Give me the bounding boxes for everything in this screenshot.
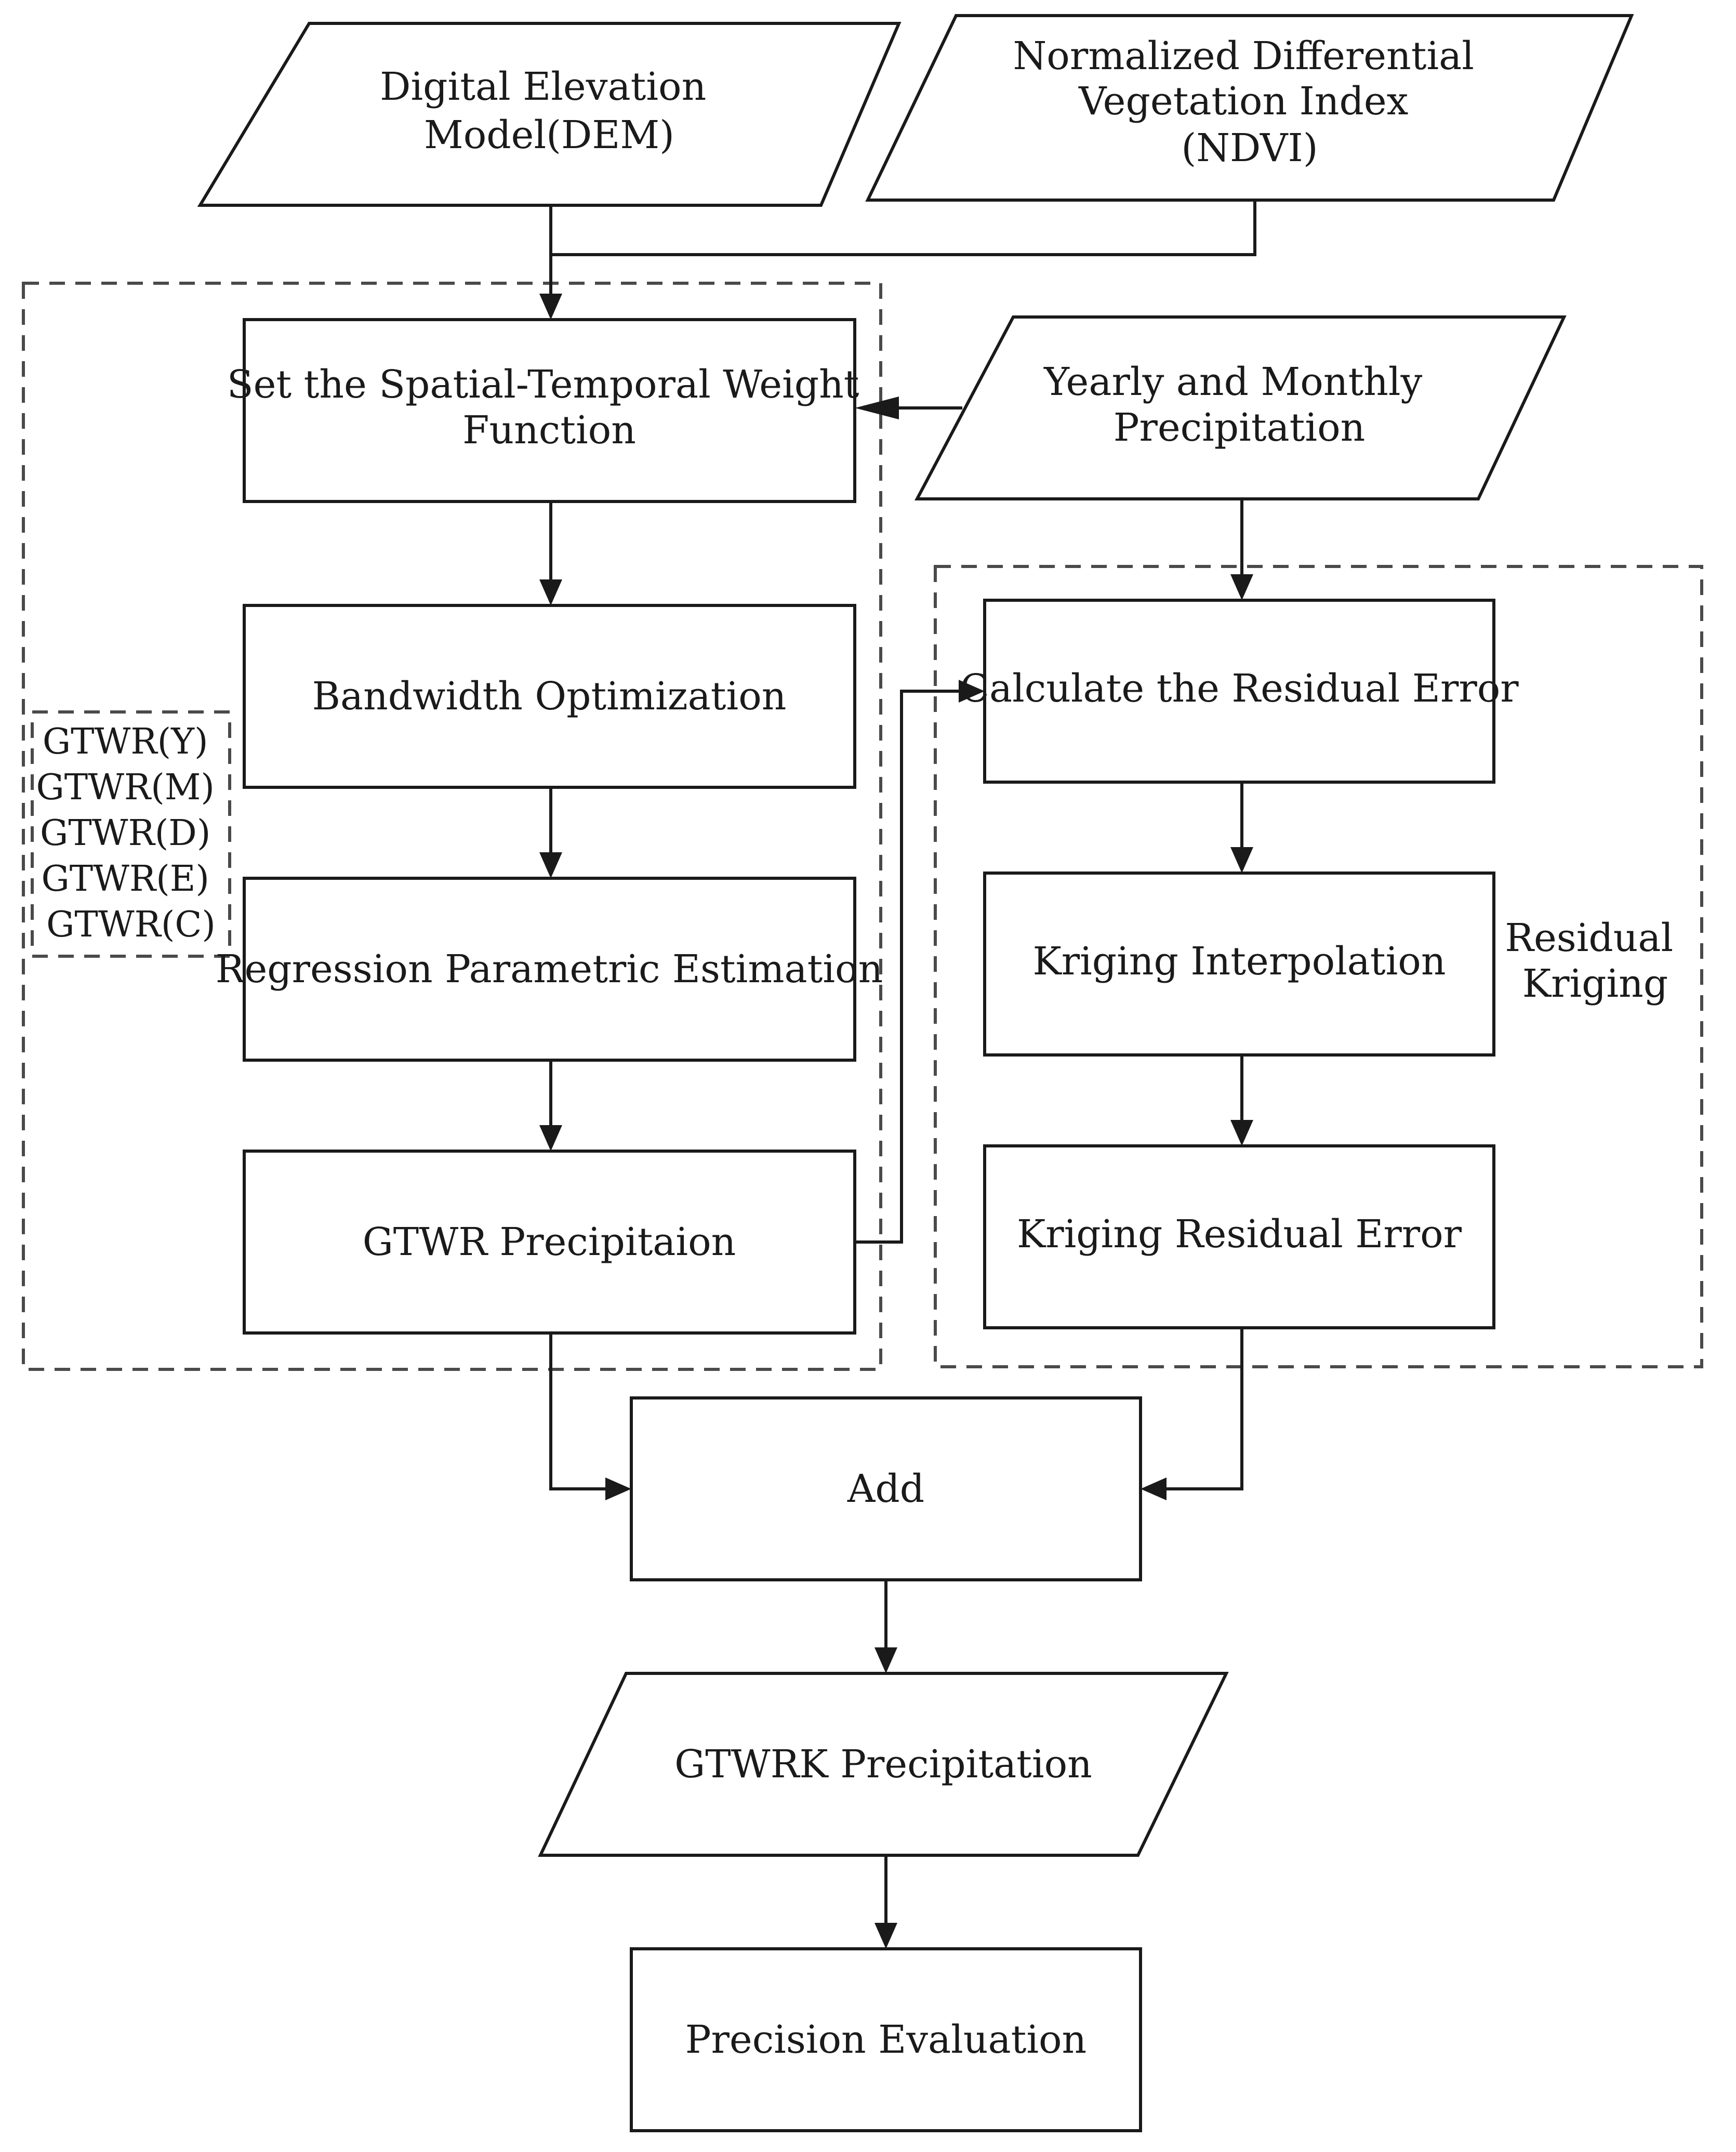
kriging-interpolation-node bbox=[983, 872, 1495, 1057]
precipitation-input-label-line-2: Precipitation bbox=[1114, 405, 1366, 450]
precipitation-input-label: Yearly and Monthly Precipitation bbox=[1043, 360, 1435, 450]
arrowhead-precip-to-weight bbox=[855, 397, 899, 419]
weight-function-label-line-2: Function bbox=[462, 408, 636, 453]
gtwr-variant-y: GTWR(Y) bbox=[43, 721, 208, 762]
gtwrk-precipitation-label: GTWRK Precipitation bbox=[674, 1742, 1092, 1787]
gtwr-variant-d: GTWR(D) bbox=[40, 813, 210, 854]
arrowhead-weight-to-bandwidth bbox=[539, 579, 562, 605]
ndvi-input-node bbox=[865, 14, 1634, 202]
precipitation-input-node bbox=[915, 315, 1567, 500]
edge-gtwr-to-residual bbox=[855, 690, 964, 1244]
kriging-residual-label: Kriging Residual Error bbox=[1017, 1212, 1462, 1257]
bandwidth-node bbox=[243, 604, 856, 789]
edge-gtwr-to-add bbox=[549, 1333, 611, 1490]
ndvi-label: Normalized Differential Vegetation Index… bbox=[1013, 34, 1487, 170]
gtwr-model-group bbox=[22, 282, 882, 1371]
precipitation-input-label-line-1: Yearly and Monthly bbox=[1043, 360, 1422, 404]
gtwr-precipitation-label: GTWR Precipitaion bbox=[363, 1220, 736, 1264]
kriging-interpolation-label: Kriging Interpolation bbox=[1032, 939, 1446, 984]
residual-kriging-label: Residual Kriging bbox=[1505, 916, 1686, 1006]
dem-input-node bbox=[197, 22, 902, 207]
dem-label: Digital Elevation Model(DEM) bbox=[380, 64, 719, 157]
arrowhead-residual-to-interp bbox=[1230, 847, 1253, 873]
ndvi-label-line-3: (NDVI) bbox=[1181, 126, 1318, 170]
gtwr-precipitation-node bbox=[243, 1150, 856, 1335]
gtwrk-precipitation-node bbox=[538, 1672, 1229, 1857]
bandwidth-label: Bandwidth Optimization bbox=[312, 674, 787, 719]
weight-function-label: Set the Spatial-Temporal Weight Function bbox=[227, 362, 871, 453]
residual-kriging-group bbox=[934, 565, 1703, 1368]
kriging-residual-node bbox=[983, 1144, 1495, 1329]
arrowhead-add-to-gtwrk bbox=[874, 1647, 897, 1673]
arrowhead-regression-to-gtwr bbox=[539, 1125, 562, 1151]
precision-evaluation-node bbox=[630, 1947, 1142, 2132]
arrowhead-bandwidth-to-regression bbox=[539, 852, 562, 878]
arrowhead-kriging-residual-to-add bbox=[1141, 1477, 1167, 1500]
precision-evaluation-label: Precision Evaluation bbox=[685, 2017, 1086, 2062]
weight-function-node bbox=[243, 318, 856, 503]
dem-label-line-1: Digital Elevation bbox=[380, 64, 706, 109]
residual-error-label: Calculate the Residual Error bbox=[960, 666, 1519, 711]
gtwr-variants-list: GTWR(Y) GTWR(M) GTWR(D) GTWR(E) GTWR(C) bbox=[36, 721, 226, 945]
edge-ndvi-to-weight bbox=[551, 200, 1256, 256]
arrowhead-precip-to-residual bbox=[1230, 574, 1253, 600]
residual-kriging-label-line-1: Residual bbox=[1505, 916, 1673, 960]
add-node bbox=[630, 1396, 1142, 1581]
arrowhead-dem-to-weight bbox=[539, 294, 562, 320]
ndvi-label-line-1: Normalized Differential bbox=[1013, 34, 1474, 78]
ndvi-label-line-2: Vegetation Index bbox=[1078, 79, 1408, 124]
gtwr-variants-group bbox=[31, 710, 231, 958]
gtwr-variant-c: GTWR(C) bbox=[46, 904, 216, 945]
gtwr-variant-e: GTWR(E) bbox=[41, 859, 209, 900]
residual-kriging-label-line-2: Kriging bbox=[1522, 961, 1668, 1006]
dem-label-line-2: Model(DEM) bbox=[424, 113, 674, 157]
arrowhead-gtwrk-to-evaluation bbox=[874, 1923, 897, 1949]
edge-kriging-residual-to-add bbox=[1161, 1328, 1243, 1490]
weight-function-label-line-1: Set the Spatial-Temporal Weight bbox=[227, 362, 859, 407]
add-label: Add bbox=[847, 1467, 924, 1511]
regression-label: Regression Parametric Estimation bbox=[216, 947, 883, 992]
arrowhead-gtwr-to-residual bbox=[959, 680, 985, 703]
arrowhead-interp-to-kriging-residual bbox=[1230, 1120, 1253, 1146]
gtwr-variant-m: GTWR(M) bbox=[36, 767, 214, 808]
arrowhead-gtwr-to-add bbox=[605, 1477, 631, 1500]
